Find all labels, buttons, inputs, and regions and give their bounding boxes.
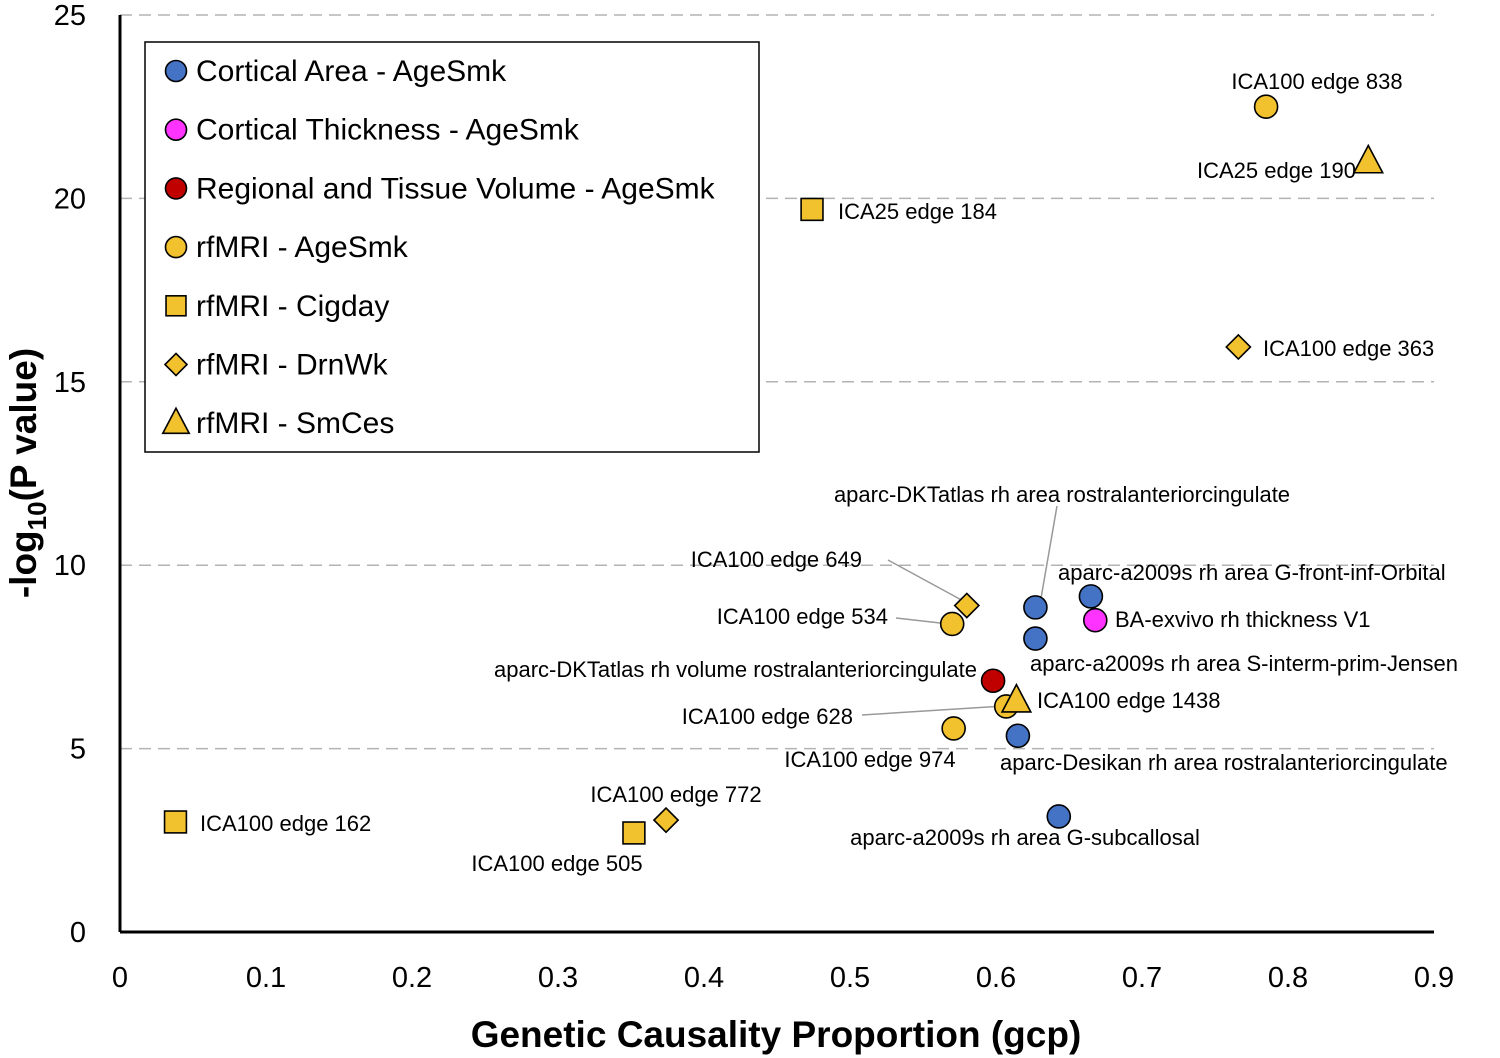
x-tick-label: 0.1 (246, 962, 286, 994)
point-label: aparc-a2009s rh area S-interm-prim-Jense… (1030, 651, 1458, 676)
point-label: aparc-a2009s rh area G-subcallosal (850, 825, 1200, 850)
point-label: ICA100 edge 649 (691, 547, 862, 572)
x-tick-label: 0.7 (1122, 962, 1162, 994)
point-label: ICA100 edge 534 (717, 604, 888, 629)
legend-box (144, 41, 760, 453)
y-tick-label: 15 (54, 367, 86, 399)
data-point-circle (1082, 607, 1108, 633)
point-label: aparc-a2009s rh area G-front-inf-Orbital (1058, 560, 1446, 585)
data-point-circle (1078, 584, 1104, 609)
point-label: ICA100 edge 162 (200, 811, 371, 836)
point-label: aparc-DKTatlas rh volume rostralanterior… (494, 657, 977, 682)
data-point-circle (1023, 595, 1048, 620)
legend-label: rfMRI - SmCes (196, 407, 394, 440)
data-point-diamond (652, 806, 680, 834)
legend-label: Regional and Tissue Volume - AgeSmk (196, 172, 716, 205)
legend-label: Cortical Area - AgeSmk (196, 55, 507, 88)
point-label: ICA25 edge 184 (838, 199, 997, 224)
y-axis-title-rest: (P value) (3, 348, 44, 502)
point-label: ICA100 edge 974 (784, 747, 955, 772)
y-tick-label: 5 (70, 734, 86, 766)
x-tick-label: 0.2 (392, 962, 432, 994)
y-tick-label: 20 (54, 183, 86, 215)
legend-label: Cortical Thickness - AgeSmk (196, 114, 580, 147)
data-point-square (163, 810, 188, 834)
data-point-circle (939, 611, 965, 637)
point-label: ICA100 edge 628 (682, 704, 853, 729)
data-point-circle (1046, 804, 1072, 829)
point-label: ICA100 edge 772 (590, 782, 761, 807)
legend-marker-triangle (161, 406, 191, 435)
data-point-diamond (1225, 333, 1252, 361)
y-axis-title: -log10(P value) (3, 348, 52, 598)
label-leader-line (1039, 505, 1058, 605)
legend-marker-circle (164, 235, 188, 259)
data-point-triangle (1352, 143, 1385, 174)
legend-label: rfMRI - DrnWk (196, 349, 389, 382)
x-tick-label: 0.3 (538, 962, 578, 994)
legend-marker-circle (164, 59, 188, 83)
data-points (163, 94, 1385, 845)
point-label: BA-exvivo rh thickness V1 (1115, 607, 1371, 632)
y-tick-label: 25 (54, 0, 86, 32)
point-label: ICA100 edge 838 (1231, 69, 1402, 94)
legend-marker-circle (164, 118, 188, 141)
label-leader-line (887, 559, 968, 604)
legend-marker-square (165, 295, 187, 317)
legend-label: rfMRI - Cigday (196, 290, 389, 323)
y-tick-label: 0 (70, 917, 86, 949)
x-axis-title: Genetic Causality Proportion (gcp) (471, 1014, 1082, 1055)
axes (118, 15, 1434, 934)
point-label: ICA25 edge 190 (1197, 158, 1356, 183)
x-tick-label: 0.8 (1268, 962, 1308, 994)
tick-labels: 0 0.1 0.2 0.3 0.4 0.5 0.6 0.7 0.8 0.9 0 5 10 15 20 25 (54, 0, 1454, 994)
x-tick-label: 0 (112, 962, 128, 994)
point-label: aparc-Desikan rh area rostralanteriorcin… (1000, 750, 1448, 775)
y-axis-title-main: -log (3, 530, 44, 598)
data-point-square (622, 821, 646, 845)
data-point-circle (941, 716, 966, 741)
legend-label: rfMRI - AgeSmk (196, 231, 409, 264)
x-tick-label: 0.6 (976, 962, 1016, 994)
legend-marker-diamond (163, 352, 189, 377)
label-leader-line (861, 705, 1005, 716)
x-tick-label: 0.4 (684, 962, 724, 994)
data-point-triangle (1000, 682, 1033, 713)
point-label: aparc-DKTatlas rh area rostralanteriorci… (834, 482, 1290, 507)
data-point-circle (1005, 723, 1031, 749)
x-tick-label: 0.9 (1414, 962, 1454, 994)
data-point-circle (1023, 626, 1048, 651)
legend-marker-circle (164, 177, 188, 200)
point-label: ICA100 edge 363 (1263, 336, 1434, 361)
point-label: ICA100 edge 505 (471, 851, 642, 876)
data-point-diamond (953, 592, 981, 619)
data-point-square (800, 197, 824, 222)
data-point-circle (1253, 94, 1279, 119)
x-tick-label: 0.5 (830, 962, 870, 994)
point-label: ICA100 edge 1438 (1037, 688, 1221, 713)
data-point-circle (980, 668, 1006, 694)
y-axis-title-subscript: 10 (22, 501, 52, 530)
y-tick-label: 10 (54, 550, 86, 582)
